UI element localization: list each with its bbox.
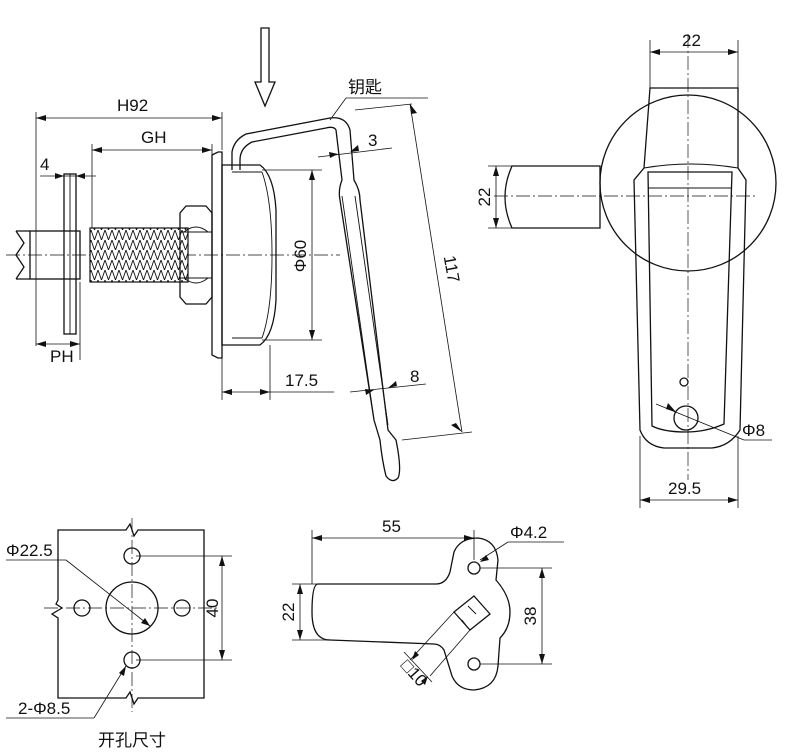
dim-top-width: 22 [682, 31, 701, 50]
dim-overall-length: H92 [117, 96, 148, 115]
dim-cam-55: 55 [382, 517, 401, 536]
down-arrow-icon [254, 27, 276, 108]
dim-cam-hole: Φ4.2 [510, 523, 547, 542]
dim-cam-square: □10 [397, 656, 431, 690]
dim-grip-length: GH [141, 128, 167, 147]
dim-cam-38: 38 [521, 607, 540, 626]
dim-ph: PH [50, 347, 74, 366]
label-key: 钥匙 [348, 78, 382, 98]
cam-view: 55 22 Φ4.2 38 □10 [279, 517, 564, 691]
dim-wire-3: 3 [368, 131, 377, 150]
front-view: 22 22 Φ8 29.5 [475, 31, 777, 508]
dim-cam-22: 22 [279, 603, 298, 622]
side-view: H92 GH 4 PH Φ60 17.5 3 [6, 27, 473, 482]
dim-handle-hole: Φ8 [742, 421, 765, 440]
dim-17-5: 17.5 [285, 371, 318, 390]
dim-mounting-holes: 2-Φ8.5 [18, 699, 70, 718]
dim-bottom-width: 29.5 [668, 479, 701, 498]
dim-pin-22: 22 [475, 188, 494, 207]
dim-cutout-40: 40 [203, 599, 222, 618]
dim-washer-thickness: 4 [40, 155, 49, 174]
cutout-view: Φ22.5 40 2-Φ8.5 开孔尺寸 [6, 518, 232, 751]
cutout-caption: 开孔尺寸 [98, 731, 166, 751]
dim-cutout-diameter: Φ22.5 [6, 541, 53, 560]
dim-117: 117 [440, 254, 463, 284]
dim-flange-diameter: Φ60 [291, 240, 310, 272]
dim-8: 8 [410, 367, 419, 386]
